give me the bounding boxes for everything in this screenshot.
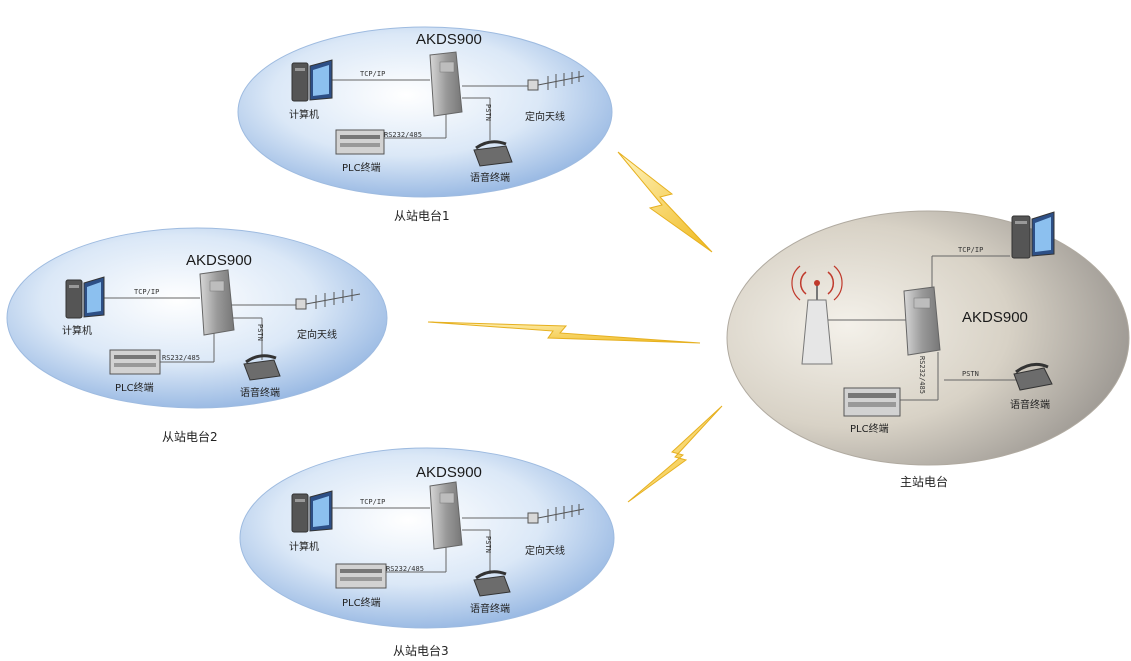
- station-2-voice-label: 语音终端: [240, 388, 280, 399]
- station-1-plc-label: PLC终端: [342, 163, 381, 174]
- phone-icon: [243, 354, 281, 381]
- station-2-device-label: AKDS900: [186, 252, 252, 269]
- plc-icon: [335, 129, 385, 155]
- slave-station-2: [6, 227, 388, 409]
- station-1-voice-label: 语音终端: [470, 173, 510, 184]
- station-3-computer-label: 计算机: [289, 542, 319, 553]
- station-2-plc-label: PLC终端: [115, 383, 154, 394]
- computer-icon: [65, 276, 105, 319]
- station-3-caption: 从站电台3: [393, 644, 449, 658]
- station-ellipse: [6, 227, 388, 409]
- station-3-device-label: AKDS900: [416, 464, 482, 481]
- station-2-caption: 从站电台2: [162, 430, 218, 444]
- radio-unit: [429, 51, 463, 117]
- master-device-label: AKDS900: [962, 309, 1028, 326]
- plc-icon: [843, 387, 901, 417]
- tower-antenna-icon: [791, 265, 843, 365]
- station-1-rs-label: RS232/485: [384, 131, 422, 139]
- station-3-voice-label: 语音终端: [470, 604, 510, 615]
- master-rs-label: RS232/485: [918, 356, 926, 394]
- slave-station-3: [239, 447, 615, 629]
- station-1-antenna-label: 定向天线: [525, 112, 565, 123]
- wireless-link-1: [617, 151, 713, 253]
- station-2-rs-label: RS232/485: [162, 354, 200, 362]
- antenna-icon: [527, 71, 585, 91]
- phone-icon: [473, 140, 513, 167]
- station-ellipse: [239, 447, 615, 629]
- master-plc-label: PLC终端: [850, 424, 889, 435]
- station-3-pstn-label: PSTN: [484, 536, 492, 553]
- station-3-tcpip-label: TCP/IP: [360, 498, 386, 506]
- station-1-tcpip-label: TCP/IP: [360, 70, 386, 78]
- master-pstn-label: PSTN: [962, 370, 979, 378]
- station-1-device-label: AKDS900: [416, 31, 482, 48]
- computer-icon: [1011, 211, 1055, 259]
- master-tcpip-label: TCP/IP: [958, 246, 984, 254]
- station-2-computer-label: 计算机: [62, 326, 92, 337]
- master-voice-label: 语音终端: [1010, 400, 1050, 411]
- master-caption: 主站电台: [900, 475, 949, 489]
- wireless-link-3: [627, 405, 723, 503]
- computer-icon: [291, 490, 333, 533]
- station-1-computer-label: 计算机: [289, 110, 319, 121]
- plc-icon: [335, 563, 387, 589]
- station-2-antenna-label: 定向天线: [297, 330, 337, 341]
- wireless-link-2: [427, 321, 701, 344]
- radio-unit: [903, 286, 941, 356]
- station-3-antenna-label: 定向天线: [525, 546, 565, 557]
- plc-icon: [109, 349, 161, 375]
- master-station: [726, 210, 1130, 466]
- phone-icon: [473, 570, 511, 597]
- phone-icon: [1013, 362, 1053, 391]
- antenna-icon: [295, 289, 361, 310]
- antenna-icon: [527, 504, 585, 524]
- station-2-tcpip-label: TCP/IP: [134, 288, 160, 296]
- station-1-caption: 从站电台1: [394, 209, 450, 223]
- radio-unit: [429, 481, 463, 550]
- station-2-pstn-label: PSTN: [256, 324, 264, 341]
- slave-station-1: [237, 26, 613, 198]
- computer-icon: [291, 59, 333, 102]
- station-1-pstn-label: PSTN: [484, 104, 492, 121]
- radio-unit: [199, 269, 235, 336]
- station-3-plc-label: PLC终端: [342, 598, 381, 609]
- station-3-rs-label: RS232/485: [386, 565, 424, 573]
